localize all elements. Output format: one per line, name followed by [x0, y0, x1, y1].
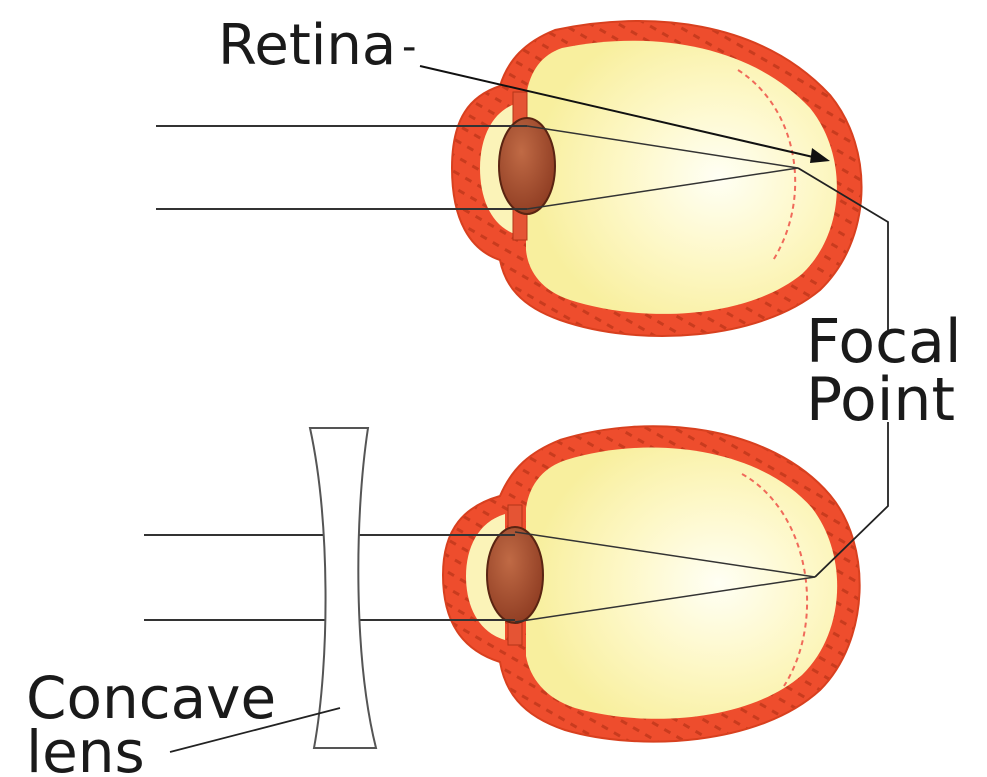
- retina-label: Retina: [218, 13, 396, 78]
- concave-lens-label-line2: lens: [26, 718, 145, 777]
- concave-lens-shape: [310, 428, 376, 748]
- bottom-eye-lens: [487, 527, 543, 623]
- focal-point-label-line2: Point: [806, 365, 955, 435]
- bottom-eye-vitreous: [526, 448, 837, 719]
- top-eye-lens: [499, 118, 555, 214]
- retina-label-dash: -: [402, 24, 416, 70]
